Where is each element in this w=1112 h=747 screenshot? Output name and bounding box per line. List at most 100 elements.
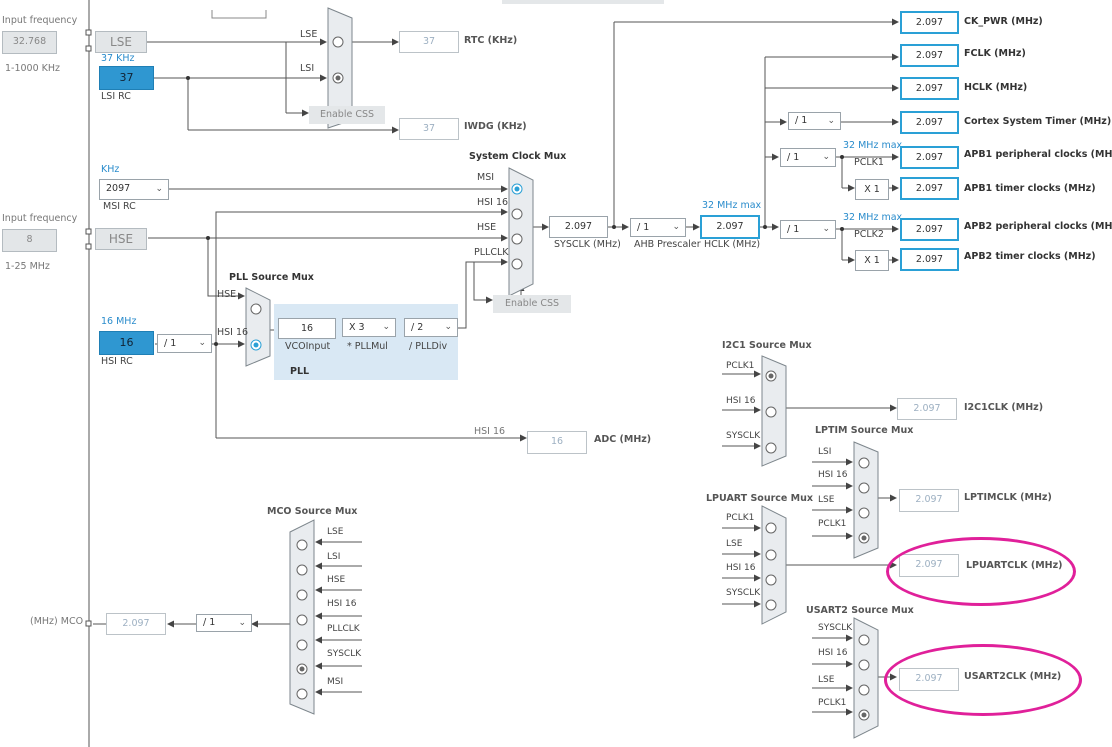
lptim-in-lsi: LSI bbox=[818, 447, 832, 457]
sysclk-in-msi: MSI bbox=[477, 172, 495, 183]
pll-in-hse: HSE bbox=[217, 289, 237, 300]
lsi-source[interactable]: 37 bbox=[99, 66, 154, 90]
mco-in-sysclk: SYSCLK bbox=[327, 649, 362, 659]
ahb-div-value: / 1 bbox=[637, 222, 650, 233]
lpuart-mux-shape bbox=[761, 505, 787, 625]
pll-panel bbox=[274, 304, 458, 380]
pclk1-label: PCLK1 bbox=[854, 157, 884, 168]
pll-title: PLL bbox=[290, 366, 310, 377]
apb2-max: 32 MHz max bbox=[843, 212, 903, 223]
chevron-down-icon: ⌄ bbox=[238, 618, 246, 628]
sysclk-mux-title: System Clock Mux bbox=[469, 151, 567, 162]
usart2-mux-title: USART2 Source Mux bbox=[806, 605, 914, 616]
chevron-down-icon: ⌄ bbox=[155, 184, 163, 194]
apb2-div-value: / 1 bbox=[787, 224, 800, 235]
adc-value: 16 bbox=[527, 431, 587, 454]
lse-input-label: Input frequency bbox=[2, 15, 78, 26]
apb1-timer-mul: X 1 bbox=[855, 179, 889, 200]
fclk-label: FCLK (MHz) bbox=[964, 48, 1026, 59]
pll-mul-select[interactable]: X 3 ⌄ bbox=[342, 318, 396, 337]
sysclk-in-hsi16: HSI 16 bbox=[477, 197, 509, 208]
iwdg-label: IWDG (KHz) bbox=[464, 121, 527, 132]
i2c1-in-hsi16: HSI 16 bbox=[726, 396, 756, 406]
hclk-out-label: HCLK (MHz) bbox=[964, 82, 1028, 93]
pll-div-select[interactable]: / 2⌄ bbox=[404, 318, 458, 337]
rtc-enable-css-button[interactable]: Enable CSS bbox=[309, 106, 385, 124]
apb2-timer-label: APB2 timer clocks (MHz) bbox=[964, 251, 1096, 262]
fclk-value: 2.097 bbox=[900, 44, 959, 67]
ahb-label: AHB Prescaler bbox=[634, 239, 701, 250]
apb2-div-select[interactable]: / 1⌄ bbox=[780, 220, 836, 239]
i2c1-in-pclk1: PCLK1 bbox=[726, 361, 755, 371]
lpuart-in-pclk1: PCLK1 bbox=[726, 513, 755, 523]
i2c1-mux-title: I2C1 Source Mux bbox=[722, 340, 812, 351]
apb1-periph-label: APB1 peripheral clocks (MH bbox=[964, 149, 1112, 160]
mco-in-hsi16: HSI 16 bbox=[327, 599, 357, 609]
lse-range: 1-1000 KHz bbox=[5, 63, 61, 74]
chevron-down-icon: ⌄ bbox=[382, 322, 390, 332]
mco-mux-title: MCO Source Mux bbox=[267, 506, 358, 517]
mco-value: 2.097 bbox=[106, 613, 166, 635]
lptim-mux-title: LPTIM Source Mux bbox=[815, 425, 914, 436]
apb1-div-select[interactable]: / 1 ⌄ bbox=[780, 148, 836, 167]
lse-input-value[interactable]: 32.768 bbox=[2, 31, 57, 54]
chevron-down-icon: ⌄ bbox=[822, 152, 830, 162]
ahb-prescaler-select[interactable]: / 1⌄ bbox=[630, 218, 686, 237]
usart2-highlight-ellipse bbox=[884, 644, 1082, 716]
i2c1-value: 2.097 bbox=[897, 398, 957, 420]
i2c1-label: I2C1CLK (MHz) bbox=[964, 402, 1044, 413]
hclk-out-value: 2.097 bbox=[900, 77, 959, 100]
systick-div-value: / 1 bbox=[795, 115, 808, 126]
pll-vco-input: 16 bbox=[278, 318, 336, 339]
usart2-mux-shape bbox=[853, 617, 879, 739]
sysclk-enable-css-button[interactable]: Enable CSS bbox=[493, 295, 571, 313]
apb1-max: 32 MHz max bbox=[843, 140, 903, 151]
lpuart-in-lse: LSE bbox=[726, 539, 743, 549]
mco-in-lsi: LSI bbox=[327, 552, 341, 562]
lptim-in-pclk1: PCLK1 bbox=[818, 519, 847, 529]
hsi-div-value: / 1 bbox=[164, 338, 177, 349]
lpuart-mux-title: LPUART Source Mux bbox=[706, 493, 814, 504]
rtc-in-lsi: LSI bbox=[300, 63, 315, 74]
msi-range-select[interactable]: 2097 ⌄ bbox=[99, 179, 169, 200]
hse-source[interactable]: HSE bbox=[95, 228, 147, 250]
apb1-timer-value: 2.097 bbox=[900, 177, 959, 200]
pll-div-label: / PLLDiv bbox=[409, 341, 448, 352]
apb2-timer-value: 2.097 bbox=[900, 248, 959, 271]
lse-source[interactable]: LSE bbox=[95, 31, 147, 53]
lptim-in-lse: LSE bbox=[818, 495, 835, 505]
hsi-divider-select[interactable]: / 1⌄ bbox=[157, 334, 212, 353]
apb2-periph-value: 2.097 bbox=[900, 218, 959, 241]
hsi-freq: 16 MHz bbox=[101, 316, 137, 327]
pll-vco-label: VCOInput bbox=[285, 341, 331, 352]
apb1-timer-label: APB1 timer clocks (MHz) bbox=[964, 183, 1096, 194]
hsi-source[interactable]: 16 bbox=[99, 331, 154, 355]
sysclk-in-pllclk: PLLCLK bbox=[474, 247, 509, 258]
adc-label: ADC (MHz) bbox=[594, 434, 652, 445]
usart2-in-hsi16: HSI 16 bbox=[818, 648, 848, 658]
chevron-down-icon: ⌄ bbox=[444, 322, 452, 332]
iwdg-value: 37 bbox=[399, 118, 459, 140]
adc-in: HSI 16 bbox=[474, 426, 506, 437]
rtc-in-lse: LSE bbox=[300, 29, 318, 40]
pll-mul-label: * PLLMul bbox=[347, 341, 388, 352]
ck-pwr-value: 2.097 bbox=[900, 11, 959, 34]
apb2-timer-mul: X 1 bbox=[855, 250, 889, 271]
hse-input-value[interactable]: 8 bbox=[2, 229, 57, 252]
hclk-value-input[interactable]: 2.097 bbox=[700, 215, 760, 239]
usart2-in-pclk1: PCLK1 bbox=[818, 698, 847, 708]
lpuart-highlight-ellipse bbox=[886, 537, 1076, 606]
systick-div-select[interactable]: / 1 ⌄ bbox=[788, 112, 841, 130]
chevron-down-icon: ⌄ bbox=[827, 116, 835, 126]
mco-div-select[interactable]: / 1⌄ bbox=[196, 614, 252, 632]
apb1-div-value: / 1 bbox=[787, 152, 800, 163]
pclk2-label: PCLK2 bbox=[854, 229, 884, 240]
msi-name: MSI RC bbox=[103, 201, 136, 212]
apb1-periph-value: 2.097 bbox=[900, 146, 959, 169]
usart2-in-sysclk: SYSCLK bbox=[818, 623, 853, 633]
pll-mux-shape bbox=[245, 287, 271, 367]
msi-value: 2097 bbox=[106, 183, 131, 194]
pll-mul-value: X 3 bbox=[349, 322, 365, 333]
systick-label: Cortex System Timer (MHz) bbox=[964, 116, 1112, 127]
lptim-value: 2.097 bbox=[899, 489, 959, 512]
